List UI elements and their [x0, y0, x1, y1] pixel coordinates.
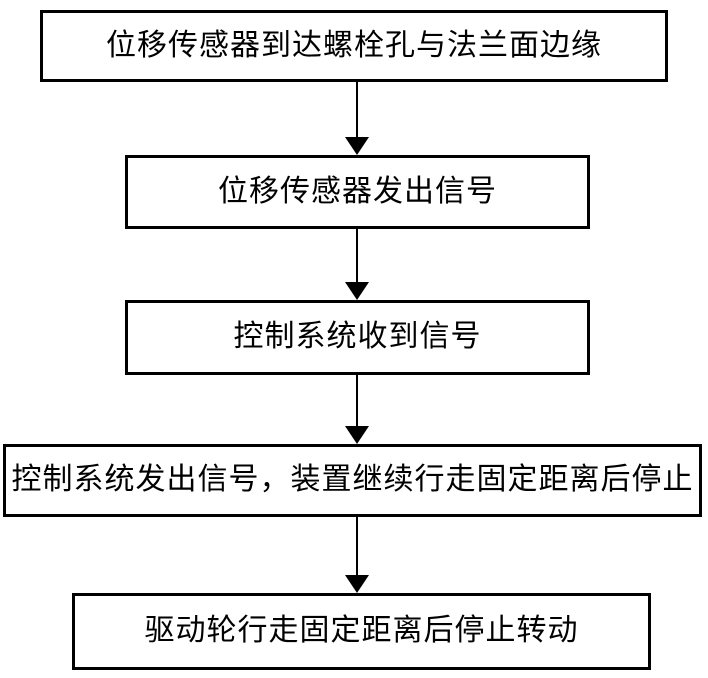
arrow-down-icon	[345, 282, 369, 300]
arrow-down-icon	[345, 137, 369, 155]
flow-step-3-label: 控制系统收到信号	[233, 320, 482, 354]
flow-step-1: 位移传感器到达螺栓孔与法兰面边缘	[40, 10, 668, 82]
flow-step-2: 位移传感器发出信号	[125, 155, 590, 229]
flow-step-1-label: 位移传感器到达螺栓孔与法兰面边缘	[106, 28, 602, 62]
flow-step-4-label: 控制系统发出信号，装置继续行走固定距离后停止	[11, 463, 694, 497]
arrow-4-line	[356, 517, 358, 576]
arrow-3-line	[356, 375, 358, 427]
flow-step-2-label: 位移传感器发出信号	[218, 174, 497, 208]
arrow-down-icon	[345, 575, 369, 593]
arrow-1-line	[356, 82, 358, 138]
arrow-2-line	[356, 229, 358, 283]
flow-step-3: 控制系统收到信号	[125, 300, 590, 375]
arrow-down-icon	[345, 426, 369, 444]
flow-step-4: 控制系统发出信号，装置继续行走固定距离后停止	[3, 444, 702, 517]
flow-step-5: 驱动轮行走固定距离后停止转动	[72, 593, 651, 670]
flow-step-5-label: 驱动轮行走固定距离后停止转动	[144, 614, 579, 648]
